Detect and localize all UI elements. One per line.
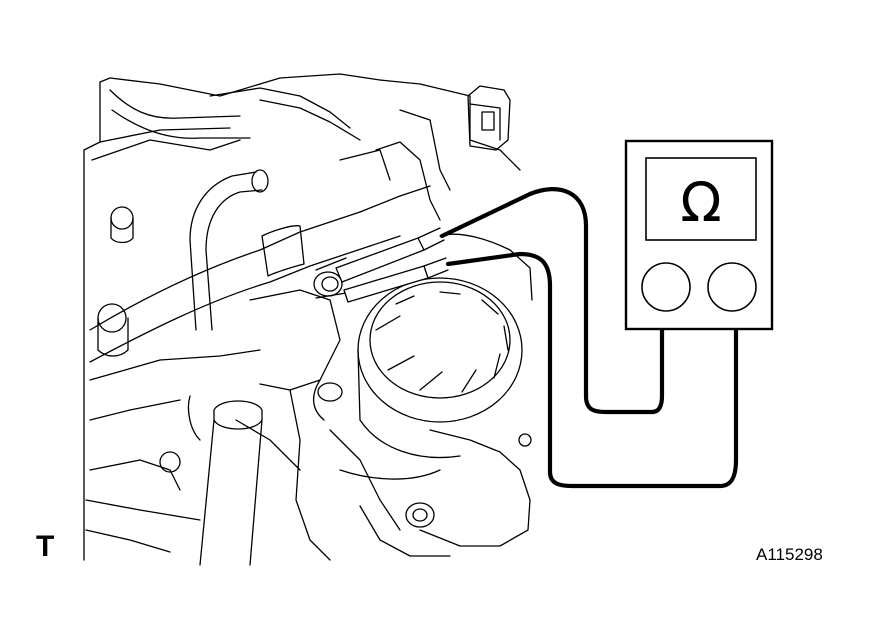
probe-leads — [335, 187, 739, 489]
corner-label: T — [36, 530, 55, 563]
ohm-symbol: Ω — [680, 171, 721, 234]
figure-id: A115298 — [756, 545, 823, 564]
ohmmeter-icon — [624, 139, 774, 331]
engine-illustration — [83, 73, 533, 566]
